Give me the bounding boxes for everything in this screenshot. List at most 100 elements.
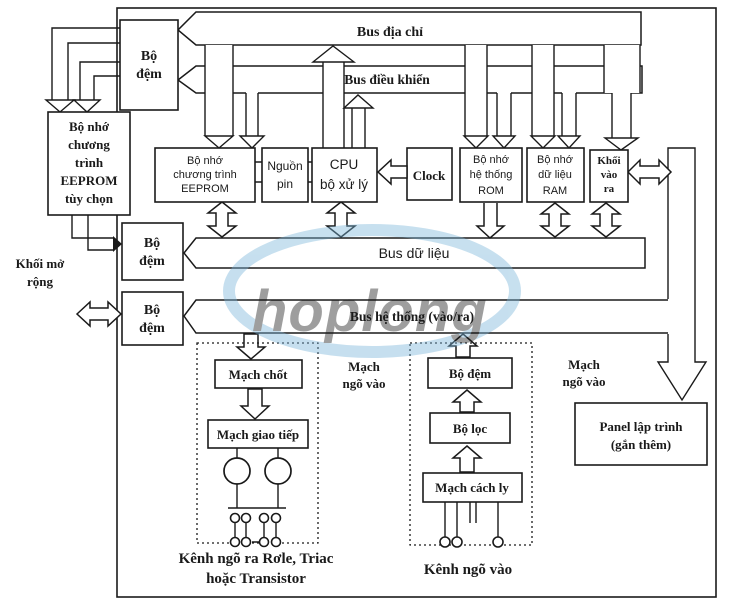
input-channel-caption: Kênh ngõ vào <box>424 562 512 578</box>
buffer3-label: đệm <box>139 321 165 336</box>
interface-box <box>207 419 309 449</box>
clock-label: Clock <box>413 168 446 183</box>
latch-label: Mạch chốt <box>229 367 289 382</box>
cpu-label: CPU <box>330 157 359 172</box>
output-channel-caption: Kênh ngõ ra Rơle, Triac <box>179 551 334 567</box>
cpu-to-control-bus-arrow <box>342 94 375 148</box>
panel-channel-arrow <box>656 147 708 402</box>
output-terminals <box>229 512 282 548</box>
rom-box <box>459 147 523 203</box>
watermark-text: hoplong <box>252 279 488 344</box>
ram-label: RAM <box>543 185 567 197</box>
systembus-to-latch-arrow <box>234 333 268 360</box>
panel-box <box>574 402 708 466</box>
battery-label: Nguồn <box>267 159 302 173</box>
box-connector-ticks <box>255 161 312 183</box>
filter-box <box>429 412 511 444</box>
battery-box <box>261 147 309 203</box>
filter-to-buffer-arrow <box>450 389 484 413</box>
input-buffer-label: Bộ đệm <box>449 366 491 381</box>
rom-label: Bộ nhớ <box>473 154 509 166</box>
io-panelchannel-arrow <box>626 158 673 186</box>
expansion-label: rộng <box>27 274 54 289</box>
isolation-label: Mạch cách ly <box>435 480 509 495</box>
address-bus-label: Bus địa chỉ <box>357 25 423 40</box>
ram-label: Bộ nhớ <box>537 154 573 166</box>
panel-label: (gắn thêm) <box>611 437 671 452</box>
io-label: Khối <box>597 155 620 167</box>
eeprom-opt-box <box>47 111 131 216</box>
io-databus-arrow <box>589 202 623 238</box>
eeprom-center-label: chương trình <box>173 169 237 181</box>
expansion-label: Khối mở <box>16 256 66 271</box>
battery-label: pin <box>277 177 293 191</box>
ram-databus-arrow <box>538 202 572 238</box>
panel-label: Panel lập trình <box>599 419 683 434</box>
io-box <box>589 149 629 203</box>
eeprom-center-box <box>154 147 256 203</box>
cpu-label: bộ xử lý <box>320 177 368 192</box>
relay-symbol-left <box>223 457 251 485</box>
relay-output-bar <box>228 484 286 509</box>
ram-box <box>526 147 585 203</box>
cpu-to-address-bus-arrow <box>311 45 357 148</box>
io-label: vào <box>601 169 618 181</box>
data-bus-bar <box>183 237 646 269</box>
isolation-box <box>422 472 523 503</box>
bus-drop-to-rom <box>462 45 517 150</box>
interface-output-stems <box>236 448 279 458</box>
eeprom-opt-label: tùy chọn <box>65 191 114 206</box>
buffer3-label: Bộ <box>144 303 160 318</box>
watermark-swoosh <box>223 224 521 358</box>
cpu-databus-arrow <box>324 201 358 238</box>
input-circuit-right-label: Mạch <box>568 357 601 372</box>
input-buffer-box <box>427 357 513 389</box>
input-terminals <box>439 502 504 548</box>
input-circuit-right-label: ngõ vào <box>563 374 606 389</box>
buffer1-label: đệm <box>136 67 162 82</box>
eeprom-databus-arrow <box>205 201 239 238</box>
ram-label: dữ liệu <box>538 169 572 181</box>
data-bus-label: Bus dữ liệu <box>379 245 450 261</box>
input-channel-dotted-box <box>409 342 533 546</box>
input-circuit-left-label: Mạch <box>348 359 381 374</box>
system-bus-label: Bus hệ thống (vào/ra) <box>350 309 474 324</box>
io-label: ra <box>604 183 615 195</box>
eeprom-opt-label: chương <box>68 137 110 152</box>
eeprom-opt-label: Bộ nhớ <box>69 119 110 134</box>
bus-drop-to-io <box>602 45 641 151</box>
rom-label: hệ thống <box>470 169 513 181</box>
rom-label: ROM <box>478 185 504 197</box>
filter-label: Bộ lọc <box>453 421 488 436</box>
latch-box <box>214 359 303 389</box>
rom-databus-arrow <box>475 203 507 240</box>
buffer2-box <box>121 222 184 281</box>
buffer1-to-eeprom-opt-channels <box>44 27 120 113</box>
control-bus-label: Bus điều khiển <box>344 72 430 87</box>
eeprom-opt-to-buffer2-trace <box>71 215 122 252</box>
buffer2-label: Bộ <box>144 236 160 251</box>
buffer3-box <box>121 291 184 346</box>
buffer1-box <box>119 19 179 111</box>
cpu-box <box>311 147 378 203</box>
clock-to-cpu-arrow <box>376 158 408 186</box>
latch-to-interface-arrow <box>239 388 271 421</box>
output-channel-caption: hoặc Transistor <box>206 571 306 587</box>
eeprom-opt-label: trình <box>75 155 104 170</box>
buffer2-label: đệm <box>139 254 165 269</box>
address-bus-bar <box>176 11 642 46</box>
control-bus-bar <box>176 65 643 94</box>
expansion-double-arrow <box>75 300 123 328</box>
isolation-to-filter-arrow <box>450 445 484 473</box>
bus-drop-to-eeprom <box>203 45 266 149</box>
buffer1-label: Bộ <box>141 49 157 64</box>
eeprom-center-label: EEPROM <box>181 183 229 195</box>
system-bus-bar <box>183 299 669 334</box>
input-circuit-left-label: ngõ vào <box>343 376 386 391</box>
relay-symbol-right <box>264 457 292 485</box>
inputbuffer-to-systembus-arrow <box>446 333 480 358</box>
bus-drop-to-ram <box>529 45 582 150</box>
output-channel-dotted-box <box>196 342 319 544</box>
